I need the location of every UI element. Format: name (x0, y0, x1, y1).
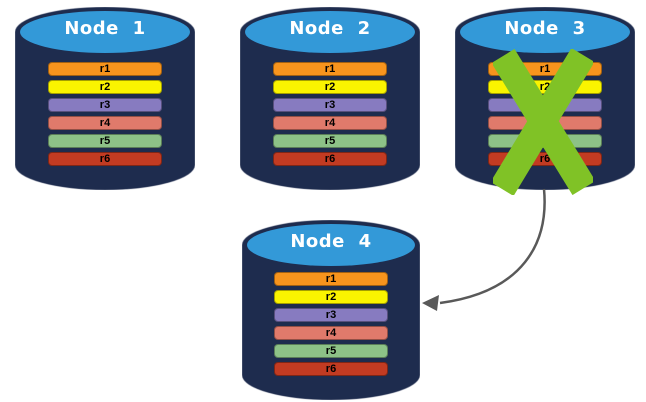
record-r6: r6 (274, 362, 388, 376)
cylinder-top (20, 11, 190, 53)
record-r6: r6 (273, 152, 387, 166)
record-r3: r3 (274, 308, 388, 322)
node-1: Node 1 r1 r2 r3 r4 r5 r6 (15, 7, 195, 190)
record-r3: r3 (48, 98, 162, 112)
record-r5: r5 (274, 344, 388, 358)
node-label: Node 4 (290, 231, 372, 252)
record-r4: r4 (274, 326, 388, 340)
node-label: Node 2 (289, 18, 371, 39)
record-row-list: r1 r2 r3 r4 r5 r6 (274, 272, 388, 380)
record-r1: r1 (274, 272, 388, 286)
record-r5: r5 (273, 134, 387, 148)
record-r1: r1 (273, 62, 387, 76)
record-r6: r6 (48, 152, 162, 166)
failure-x-icon (493, 49, 593, 195)
cylinder-top (460, 11, 630, 53)
record-r2: r2 (48, 80, 162, 94)
record-r5: r5 (48, 134, 162, 148)
record-row-list: r1 r2 r3 r4 r5 r6 (48, 62, 162, 170)
cylinder-top (245, 11, 415, 53)
node-4: Node 4 r1 r2 r3 r4 r5 r6 (242, 220, 420, 400)
record-r4: r4 (48, 116, 162, 130)
record-r2: r2 (273, 80, 387, 94)
node-label: Node 1 (64, 18, 146, 39)
record-r2: r2 (274, 290, 388, 304)
cylinder-top (247, 224, 415, 266)
record-row-list: r1 r2 r3 r4 r5 r6 (273, 62, 387, 170)
node-label: Node 3 (504, 18, 586, 39)
arrow-head-icon (422, 295, 439, 311)
node-2: Node 2 r1 r2 r3 r4 r5 r6 (240, 7, 420, 190)
record-r3: r3 (273, 98, 387, 112)
record-r4: r4 (273, 116, 387, 130)
record-r1: r1 (48, 62, 162, 76)
